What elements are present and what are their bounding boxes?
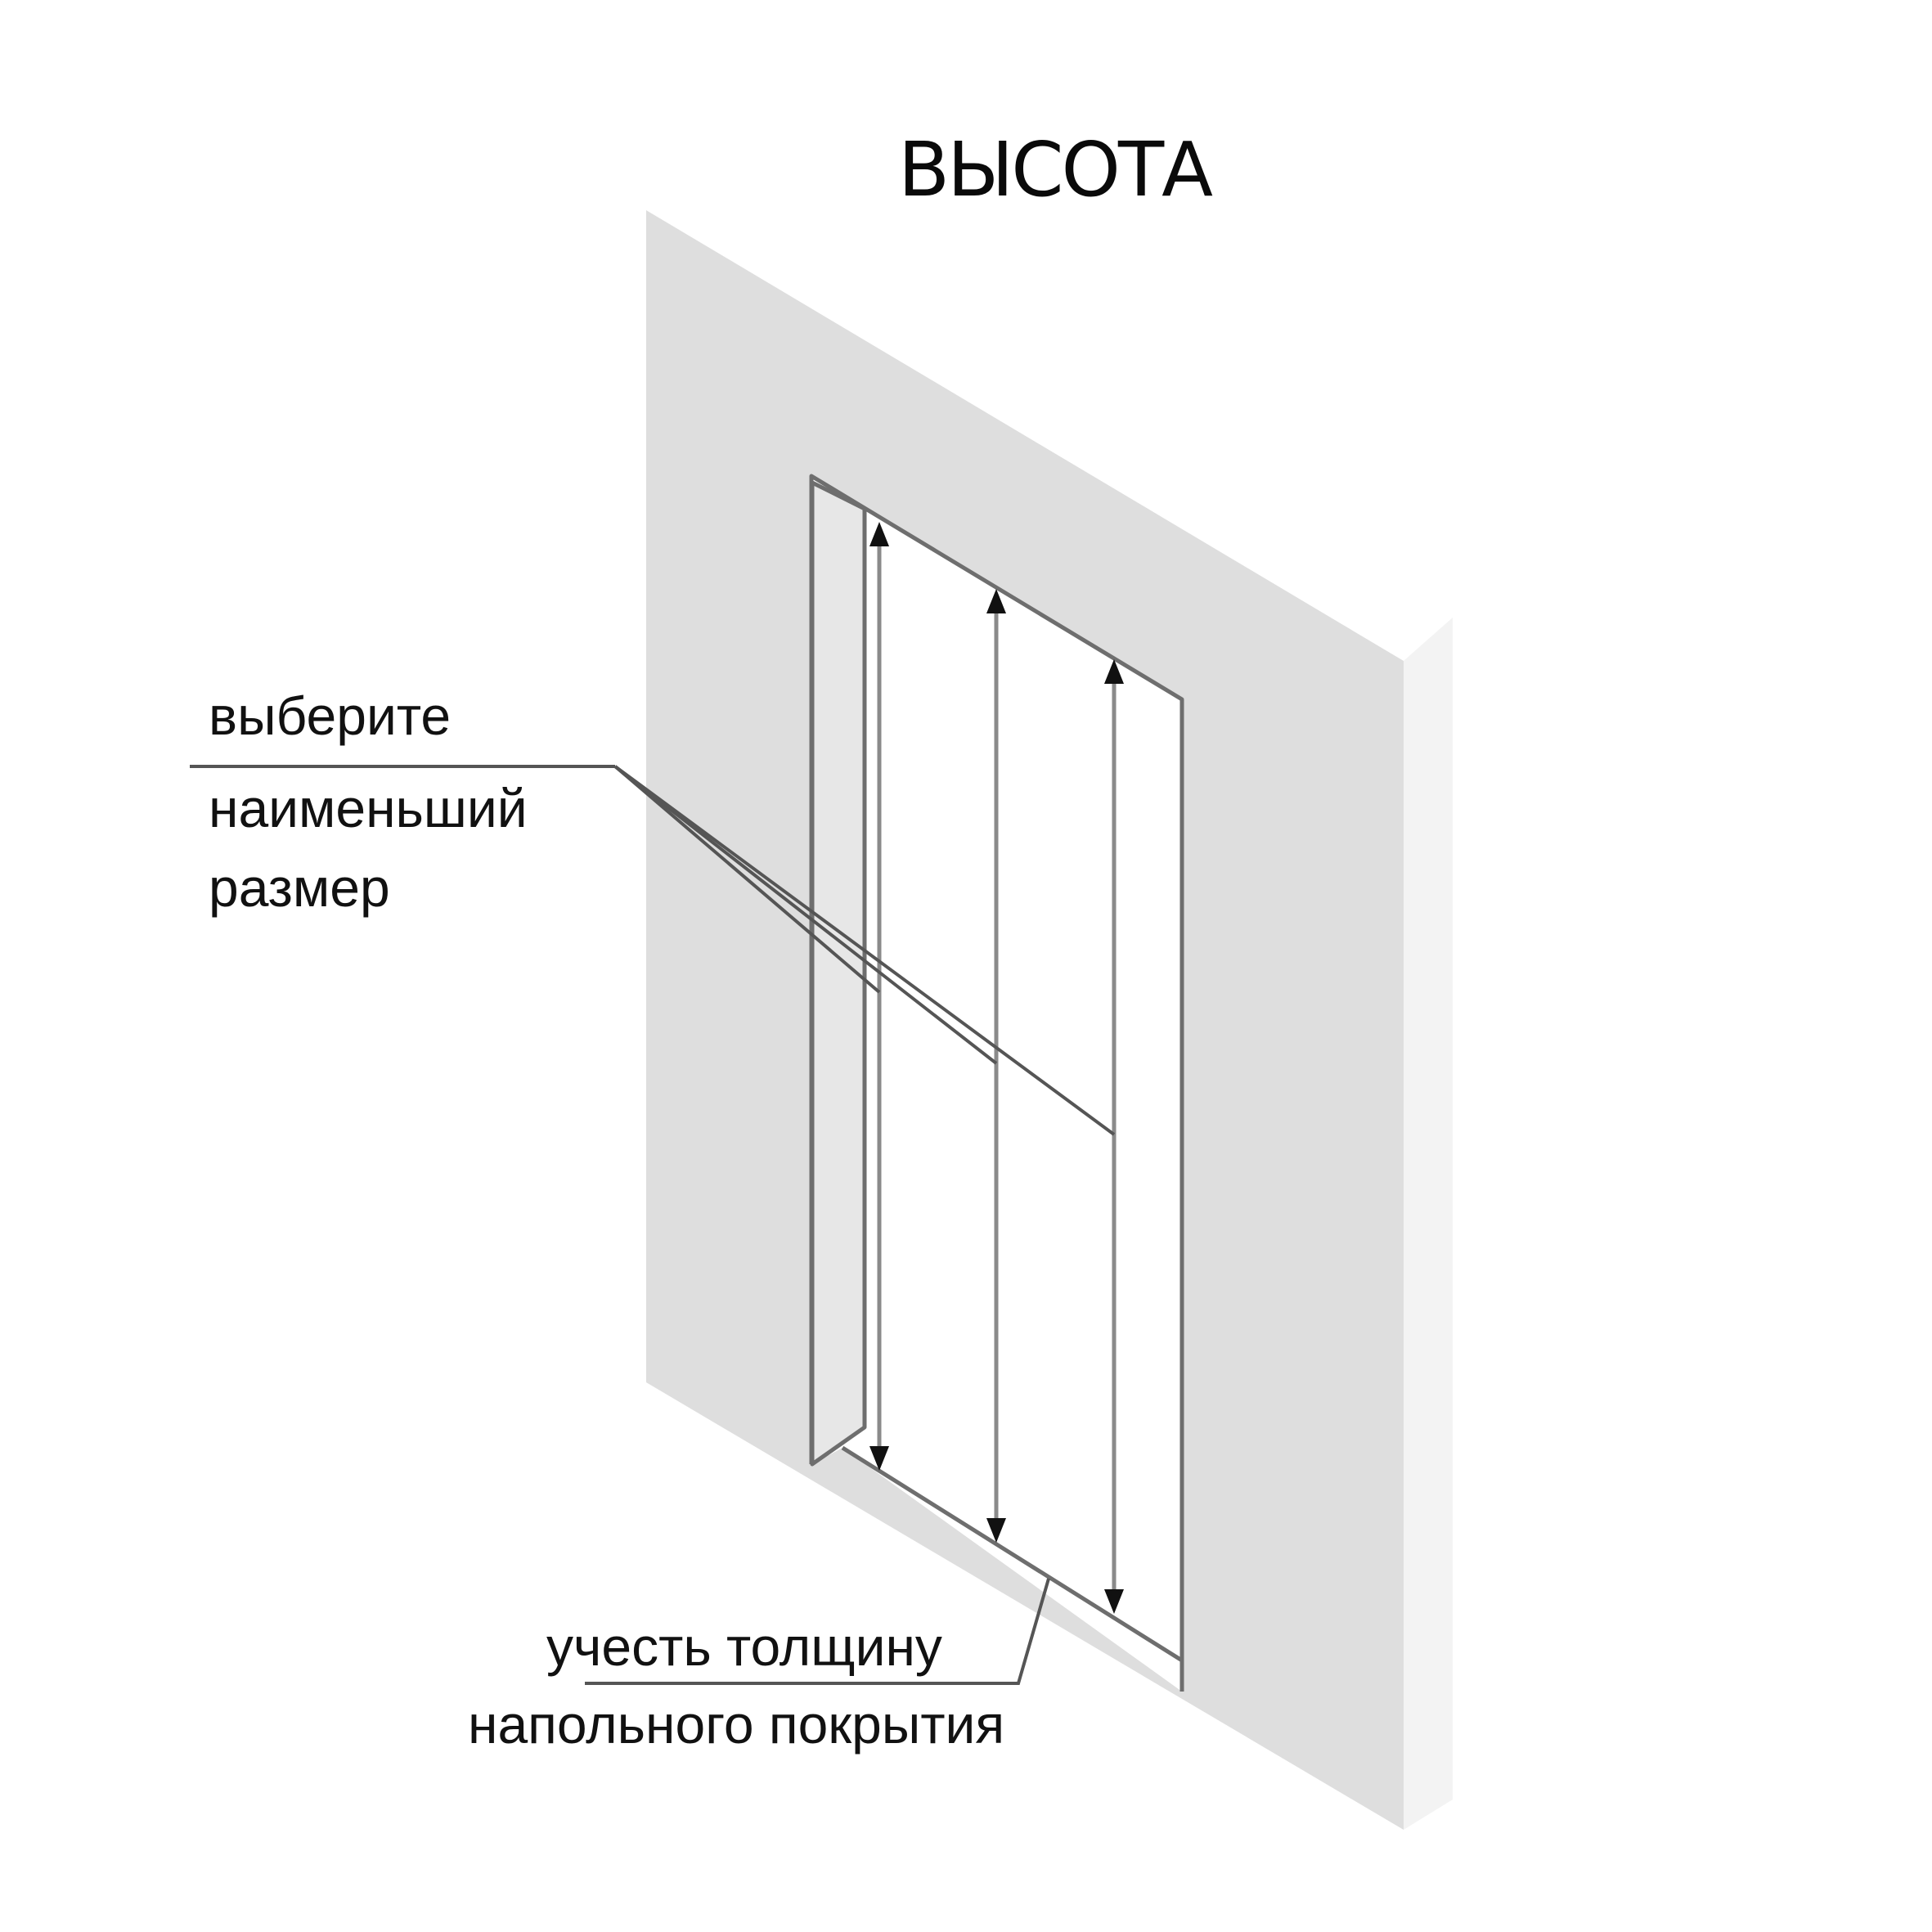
arrowhead-up-icon (986, 589, 1006, 613)
wall-side-face (1404, 618, 1453, 1830)
callout-smallest-size-line-2: наименьший (209, 778, 528, 838)
callout-floor-covering-line-1: учесть толщину (546, 1616, 942, 1677)
smallest-size-leader (190, 765, 1116, 1136)
floor-covering-leader (585, 1578, 1050, 1685)
callout-floor-covering-line-2: напольного покрытия (468, 1694, 1005, 1755)
arrowhead-up-icon (1104, 659, 1124, 684)
measurement-arrow-right (1104, 659, 1124, 1614)
callout-smallest-size-line-1: выберите (209, 685, 452, 746)
arrowhead-down-icon (986, 1518, 1006, 1543)
measurement-arrow-left (869, 522, 889, 1471)
arrowhead-down-icon (869, 1446, 889, 1471)
floor-line (841, 1445, 1184, 1663)
arrowhead-up-icon (869, 522, 889, 546)
diagram-title: ВЫСОТА (898, 126, 1213, 213)
callout-smallest-size-line-3: размер (209, 857, 390, 918)
opening-outline (809, 474, 1184, 1692)
measurement-arrow-middle (986, 589, 1006, 1543)
arrowhead-down-icon (1104, 1589, 1124, 1614)
